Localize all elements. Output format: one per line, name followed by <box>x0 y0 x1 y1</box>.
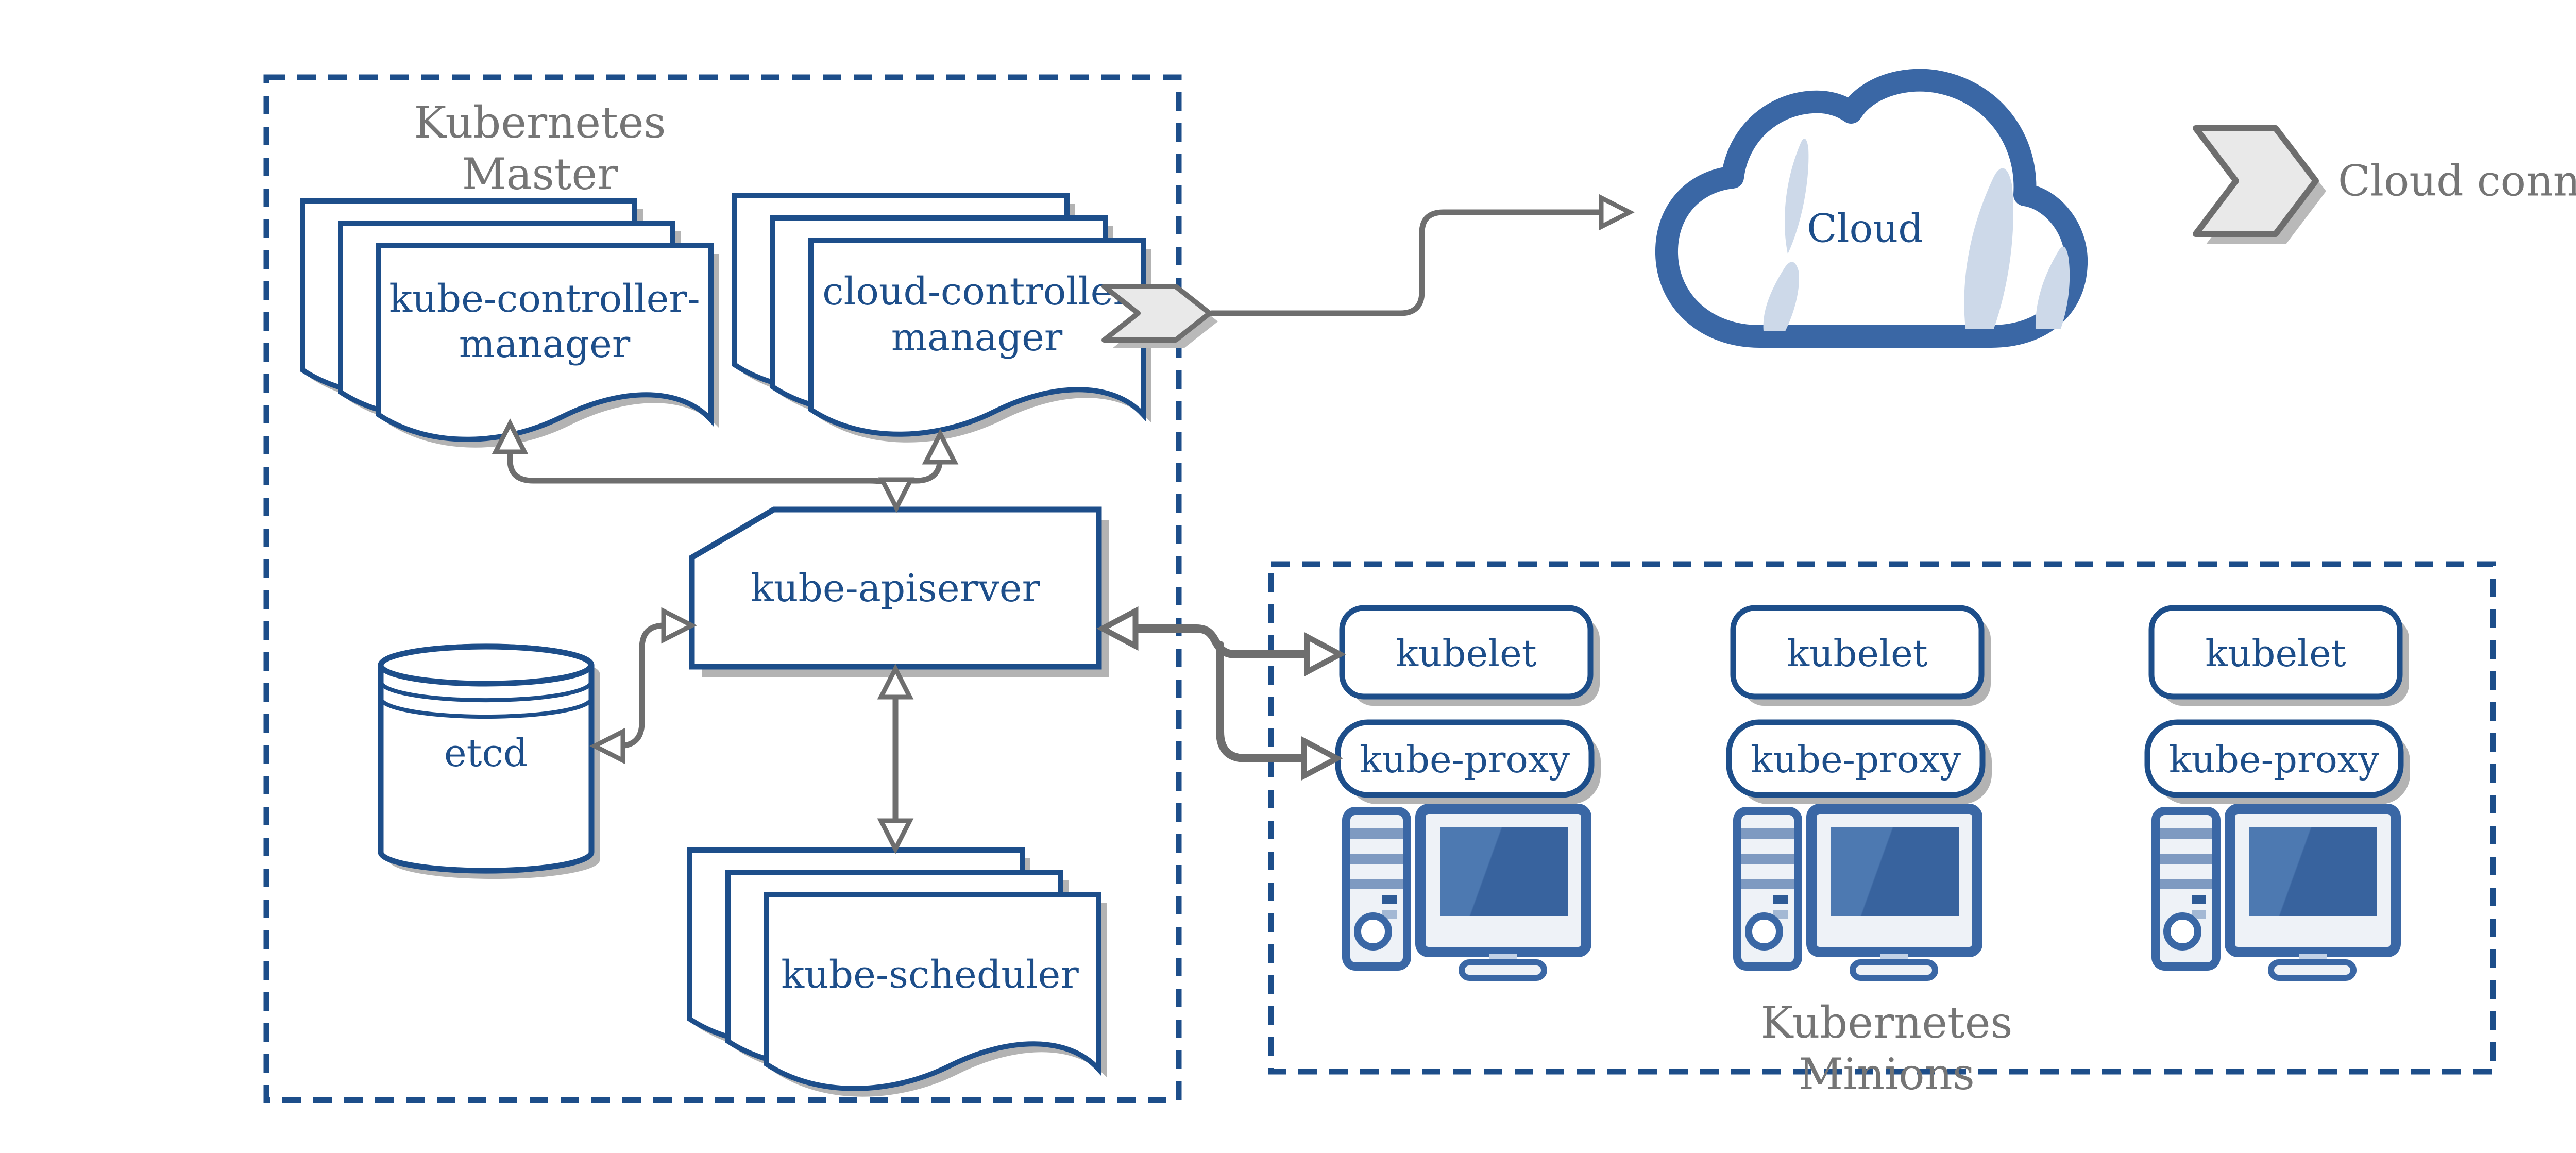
kube-proxy-label-3: kube-proxy <box>2169 738 2379 781</box>
kubelet-label-2: kubelet <box>1787 632 1927 675</box>
cloud-controller-manager-label-line1: cloud-controller <box>822 269 1131 314</box>
workstation-icon <box>1733 804 1982 981</box>
kube-controller-manager-label-line1: kube-controller- <box>389 277 700 321</box>
kube-apiserver-label: kube-apiserver <box>751 566 1041 611</box>
kube-scheduler-label: kube-scheduler <box>781 953 1079 997</box>
kubelet-label-1: kubelet <box>1396 632 1536 675</box>
monitor-base-icon <box>1850 959 1938 981</box>
apiserver-shape <box>689 506 1102 670</box>
minions-label-line1: Kubernetes <box>1760 997 2012 1048</box>
legend: Cloud connector <box>2196 128 2576 244</box>
kubelet-label-3: kubelet <box>2205 632 2346 675</box>
arrowhead-into-kubelet-icon <box>1307 637 1340 672</box>
kube-controller-manager-node: kube-controller- manager <box>302 201 719 448</box>
arrowhead-into-apiserver-top-icon <box>882 480 911 508</box>
kubelet-node-3 <box>2148 605 2403 700</box>
kube-proxy-label-1: kube-proxy <box>1360 738 1570 781</box>
minion-column-1: kubelet kube-proxy <box>1335 605 1601 804</box>
kube-controller-manager-label-line2: manager <box>459 322 631 366</box>
cloud-label: Cloud <box>1807 206 1923 251</box>
connector-controllers-trunk <box>507 434 900 504</box>
kubelet-node-2 <box>1730 605 1985 700</box>
workstation-icon <box>2151 804 2401 981</box>
workstation-icon <box>1342 804 1591 981</box>
master-label-line1: Kubernetes <box>414 97 666 148</box>
connector-apiserver-kubeproxy <box>1216 641 1334 762</box>
connectors <box>507 209 1627 846</box>
arrowhead-into-kube-proxy-icon <box>1304 741 1337 776</box>
arrowhead-into-cloud-icon <box>1601 198 1630 227</box>
workstation-icons <box>1342 804 2401 981</box>
monitor-base-icon <box>1459 959 1547 981</box>
connector-etcd-apiserver <box>599 622 688 749</box>
database-cylinder-icon <box>378 643 595 874</box>
connector-apiserver-kubelet <box>1104 624 1336 658</box>
monitor-base-icon <box>2268 959 2357 981</box>
arrowhead-into-scheduler-icon <box>881 821 910 849</box>
master-boundary <box>263 74 1182 1103</box>
cloud-node: Cloud <box>1655 69 2088 348</box>
minions-label-line2: Minions <box>1799 1049 1975 1099</box>
cloud-controller-manager-node: cloud-controller manager <box>735 196 1151 443</box>
kube-proxy-node-2 <box>1726 719 1986 798</box>
cloud-sheen-icon <box>1763 139 2070 331</box>
cloud-controller-manager-label-line2: manager <box>891 315 1063 360</box>
connector-chevron-to-cloud <box>1209 209 1627 316</box>
etcd-node: etcd <box>378 643 600 879</box>
kube-proxy-node-3 <box>2144 719 2404 798</box>
kube-apiserver-node: kube-apiserver <box>689 506 1109 677</box>
kube-proxy-label-2: kube-proxy <box>1751 738 1961 781</box>
minion-column-2: kubelet kube-proxy <box>1726 605 1992 804</box>
cloud-connector-legend-label: Cloud connector <box>2338 157 2576 206</box>
minion-column-3: kubelet kube-proxy <box>2144 605 2410 804</box>
arrowhead-into-apiserver-left-icon <box>664 611 692 640</box>
kube-scheduler-node: kube-scheduler <box>690 850 1107 1097</box>
etcd-label: etcd <box>444 731 528 775</box>
master-label-line2: Master <box>462 149 619 199</box>
